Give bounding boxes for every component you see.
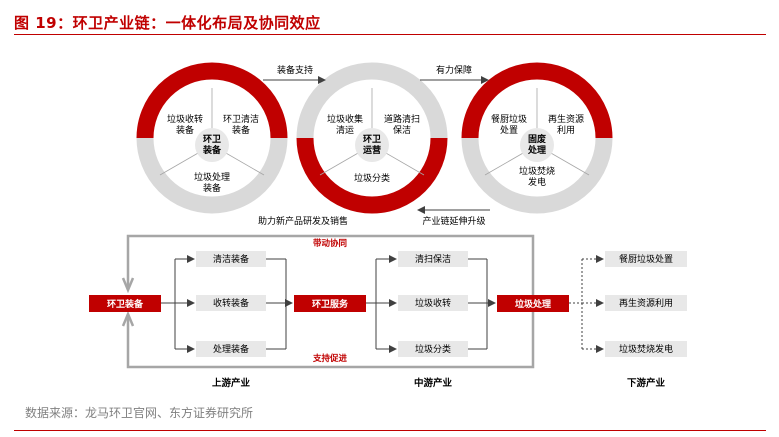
treatment-node-label: 垃圾处理 <box>515 298 551 310</box>
solid-waste-ring-red-arc <box>461 62 613 139</box>
operation-ring-red-arc <box>296 137 448 214</box>
operation-seg2-line1: 道路清扫 <box>384 113 420 125</box>
operation-ring-gray-arc <box>296 62 448 139</box>
midstream-item-1: 清扫保洁 <box>415 253 451 265</box>
downstream-item-1: 餐厨垃圾处置 <box>619 253 673 265</box>
midstream-item-2: 垃圾收转 <box>415 297 451 309</box>
upstream-item-2: 收转装备 <box>213 297 249 309</box>
equipment-seg3-line2: 装备 <box>203 182 221 194</box>
solid-waste-ring: 固废 处理 餐厨垃圾 处置 再生资源 利用 垃圾焚烧 发电 <box>461 62 613 214</box>
solid-waste-seg1-line2: 处置 <box>500 124 518 136</box>
midstream-item-2-box <box>398 295 468 311</box>
downstream-item-2-box <box>605 295 687 311</box>
equipment-seg1-line1: 垃圾收转 <box>167 113 203 125</box>
operation-center-line1: 环卫 <box>363 134 381 145</box>
upstream-section-label: 上游产业 <box>212 377 251 389</box>
downstream-item-2: 再生资源利用 <box>619 297 673 309</box>
upstream-item-3: 处理装备 <box>213 343 249 355</box>
downstream-section-label: 下游产业 <box>627 377 666 389</box>
downstream-item-3: 垃圾焚烧发电 <box>619 343 673 355</box>
operation-seg1-line2: 清运 <box>336 124 354 136</box>
solid-waste-seg3-line1: 垃圾焚烧 <box>519 165 555 177</box>
title-divider <box>14 34 766 35</box>
downstream-item-1-box <box>605 251 687 267</box>
equipment-seg2-line1: 环卫清洁 <box>223 113 259 125</box>
equipment-seg1-line2: 装备 <box>176 124 194 136</box>
midstream-item-3-box <box>398 341 468 357</box>
operation-seg1-line1: 垃圾收集 <box>327 113 363 125</box>
upstream-item-2-box <box>196 295 266 311</box>
support-promote-label: 支持促进 <box>312 353 348 364</box>
solid-waste-center-disc <box>520 128 554 162</box>
solid-waste-seg3-line2: 发电 <box>528 176 546 188</box>
solid-waste-center-line2: 处理 <box>527 144 546 156</box>
equipment-node-label: 环卫装备 <box>107 298 144 310</box>
synergy-frame-arrow-top <box>121 277 135 294</box>
solid-waste-center-line1: 固废 <box>528 133 546 145</box>
upstream-item-1-box <box>196 251 266 267</box>
synergy-frame-arrow-bottom <box>121 310 135 327</box>
upgrade-label: 产业链延伸升级 <box>422 215 485 227</box>
operation-seg2-line2: 保洁 <box>393 124 411 136</box>
equipment-seg2-line2: 装备 <box>232 124 250 136</box>
solid-waste-ring-gray-arc <box>461 137 613 214</box>
drive-synergy-label: 带动协同 <box>313 238 347 249</box>
equipment-center-line1: 环卫 <box>203 134 221 145</box>
support-label: 装备支持 <box>277 64 313 76</box>
equipment-center-line2: 装备 <box>202 144 222 156</box>
midstream-section-label: 中游产业 <box>414 377 453 389</box>
data-source: 数据来源：龙马环卫官网、东方证券研究所 <box>25 406 254 420</box>
equipment-ring-gray-arc <box>136 137 288 214</box>
equipment-ring-red-arc <box>136 62 288 139</box>
midstream-item-3: 垃圾分类 <box>415 343 451 355</box>
midstream-item-1-box <box>398 251 468 267</box>
footer-divider <box>14 430 766 431</box>
treatment-node <box>497 295 569 312</box>
guarantee-label: 有力保障 <box>436 64 472 76</box>
downstream-item-3-box <box>605 341 687 357</box>
equipment-center-disc <box>195 128 229 162</box>
solid-waste-seg2-line2: 利用 <box>557 124 575 136</box>
operation-seg3-line1: 垃圾分类 <box>354 172 390 184</box>
service-node <box>294 295 366 312</box>
equipment-seg3-line1: 垃圾处理 <box>194 171 230 183</box>
equipment-ring: 环卫 装备 垃圾收转 装备 环卫清洁 装备 垃圾处理 装备 <box>136 62 288 214</box>
service-node-label: 环卫服务 <box>312 298 349 310</box>
equipment-node <box>89 295 161 312</box>
operation-center-line2: 运营 <box>363 144 381 156</box>
product-label: 助力新产品研发及销售 <box>258 215 348 227</box>
upstream-item-3-box <box>196 341 266 357</box>
figure-title: 图 19：环卫产业链：一体化布局及协同效应 <box>14 14 321 32</box>
solid-waste-seg2-line1: 再生资源 <box>548 113 584 125</box>
solid-waste-seg1-line1: 餐厨垃圾 <box>491 113 527 125</box>
operation-center-disc <box>355 128 389 162</box>
upstream-item-1: 清洁装备 <box>213 253 249 265</box>
operation-ring: 环卫 运营 垃圾收集 清运 道路清扫 保洁 垃圾分类 <box>296 62 448 214</box>
